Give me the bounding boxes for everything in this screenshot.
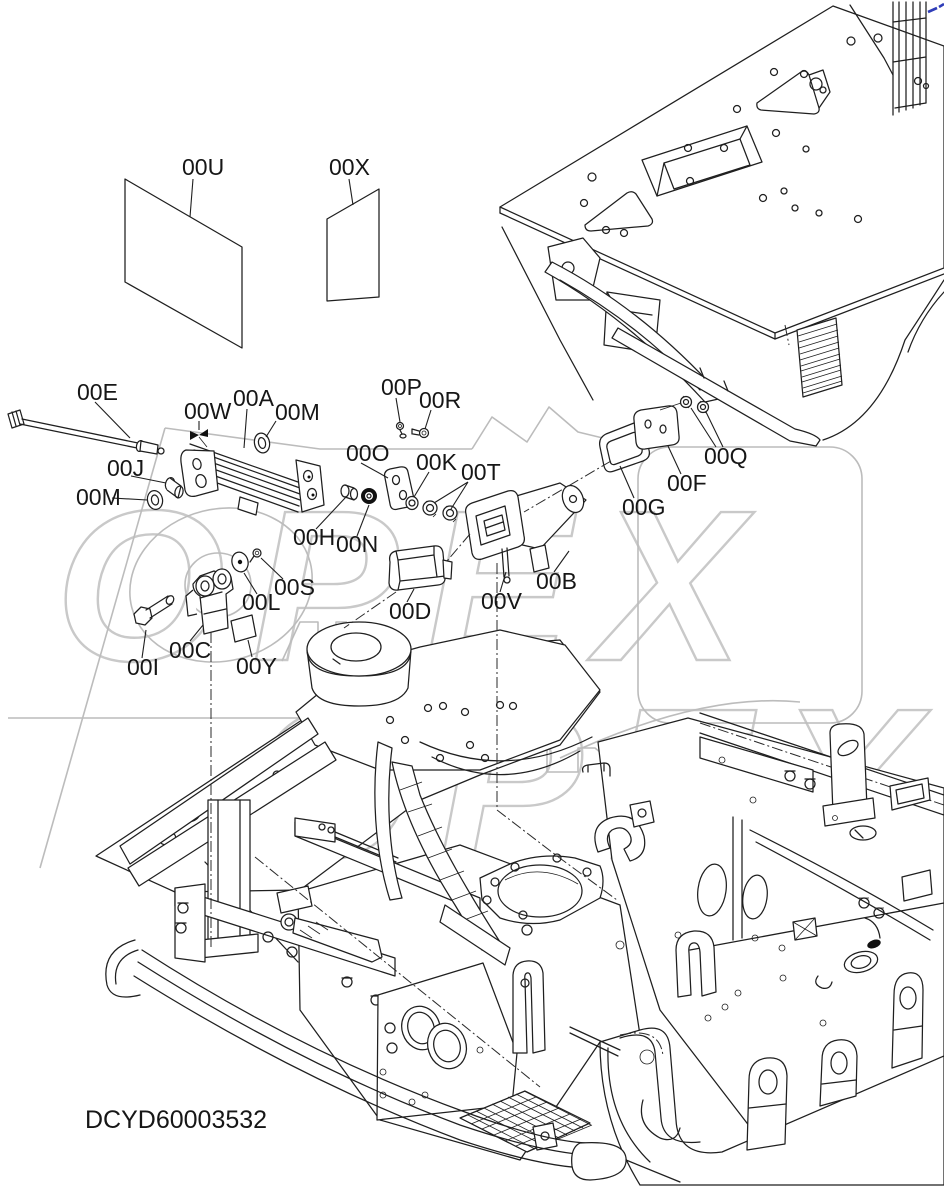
drawing-number: DCYD60003532 (85, 1106, 267, 1134)
corner-deck-holes (615, 931, 827, 1027)
part-00P-screw (395, 421, 407, 439)
boom-mount-legs (374, 741, 511, 966)
exploded-parts (7, 395, 710, 643)
part-label-00M-left: 00M (76, 484, 121, 510)
part-00M-washer-top (253, 432, 271, 454)
part-00Q-nuts (679, 395, 710, 414)
hose-guide-ring (594, 815, 646, 862)
part-label-00O: 00O (346, 440, 389, 466)
revision-dash-mark (927, 2, 944, 14)
part-label-00L: 00L (242, 589, 281, 615)
track-frame-corner (599, 972, 944, 1186)
part-00E-rod (7, 409, 165, 455)
part-label-00Q: 00Q (704, 443, 747, 469)
part-label-00F: 00F (667, 470, 707, 496)
front-panel (376, 962, 518, 1121)
part-label-00P: 00P (381, 374, 422, 400)
part-00L-washer (231, 551, 249, 573)
part-00C-bracket (185, 568, 234, 635)
sheet-parts (124, 178, 380, 349)
bumper-edge (105, 939, 681, 1183)
part-00R-screw (411, 427, 430, 439)
part-label-00M-top: 00M (275, 399, 320, 425)
part-label-00G: 00G (622, 494, 665, 520)
part-00B-latch (465, 482, 587, 584)
part-label-00V: 00V (481, 588, 523, 614)
part-label-00A: 00A (233, 385, 275, 411)
blade-lock-mechanism (262, 885, 383, 1006)
part-label-00I: 00I (127, 654, 159, 680)
part-label-00W: 00W (184, 398, 232, 424)
chain-lines (210, 460, 618, 1088)
gusset-holes (385, 700, 518, 763)
part-label-00C: 00C (169, 637, 211, 663)
part-label-00J: 00J (107, 455, 144, 481)
part-00H-bushing (340, 484, 359, 501)
part-00M-washer-left (146, 489, 164, 511)
part-label-00U: 00U (182, 154, 224, 180)
part-label-00D: 00D (389, 598, 431, 624)
upper-frame-drawing (499, 1, 944, 447)
part-label-00H: 00H (293, 524, 335, 550)
part-00J-bushing (164, 476, 184, 499)
part-label-00X: 00X (329, 154, 370, 180)
part-00A-bracket (180, 443, 325, 516)
part-label-00Y: 00Y (236, 653, 277, 679)
part-00I-bolt (133, 595, 175, 626)
part-label-00N: 00N (336, 531, 378, 557)
part-label-00R: 00R (419, 387, 461, 413)
vent-louver-lines (797, 323, 843, 394)
part-00X-sheet (326, 188, 380, 302)
part-label-00K: 00K (416, 449, 458, 475)
part-00S-screw (249, 548, 262, 563)
part-00D-bezel (388, 545, 453, 591)
part-labels: 00U 00X 00E 00W 00A 00M 00P 00R 00O 00K … (76, 154, 747, 680)
part-label-00E: 00E (77, 379, 118, 405)
part-00N-grommet (361, 488, 377, 504)
part-label-00T: 00T (461, 459, 501, 485)
part-00K-washer (405, 495, 419, 511)
right-mast (849, 1, 927, 116)
part-00U-sheet (124, 178, 243, 349)
part-00F-plate (633, 402, 682, 450)
part-00Y-plate (230, 614, 257, 643)
part-label-00B: 00B (536, 568, 577, 594)
part-00T-nuts (422, 500, 458, 523)
swing-motor-opening (479, 853, 604, 925)
deck-bolt-holes (579, 36, 930, 238)
part-label-00S: 00S (274, 574, 315, 600)
leader-lines (94, 178, 724, 659)
lower-frame-drawing (95, 621, 944, 1186)
part-00W-clip (190, 429, 208, 448)
